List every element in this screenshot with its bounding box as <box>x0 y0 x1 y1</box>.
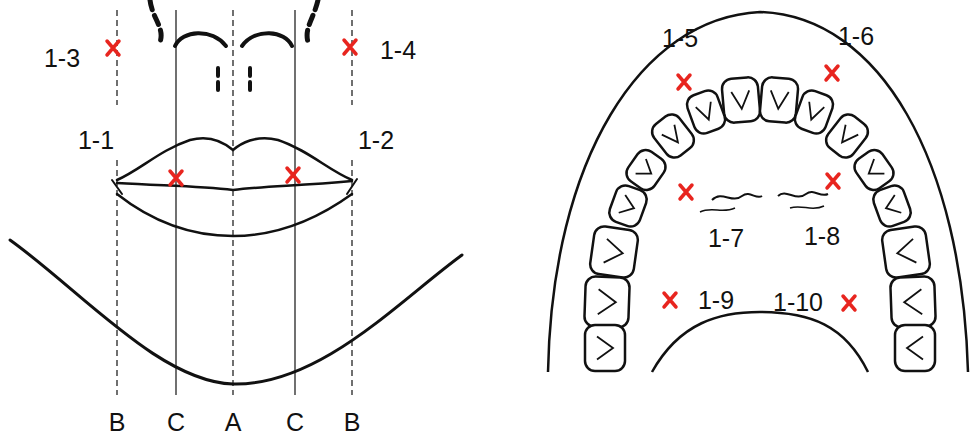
tooth <box>890 276 936 328</box>
outline-stroke <box>175 33 226 46</box>
rugae <box>700 208 735 212</box>
marker-group <box>107 40 855 310</box>
outline-stroke <box>307 0 318 42</box>
callout-number: 1-9 <box>698 288 734 313</box>
line-letter: C <box>167 410 185 435</box>
tooth <box>684 88 728 137</box>
x-marker <box>287 168 299 182</box>
outline-stroke <box>347 179 357 194</box>
reference-line <box>351 10 352 105</box>
outline-stroke <box>112 180 122 194</box>
tooth <box>792 88 836 137</box>
reference-line <box>175 10 176 395</box>
line-letter: A <box>225 410 242 435</box>
tooth <box>585 325 625 371</box>
x-marker <box>678 75 690 89</box>
tooth <box>584 276 630 328</box>
outline-stroke <box>150 0 161 42</box>
line-letter: B <box>344 410 361 435</box>
callout-number: 1-1 <box>78 128 114 153</box>
x-marker <box>107 41 119 55</box>
tooth <box>759 77 799 124</box>
outline-stroke <box>10 240 462 384</box>
tooth <box>589 225 639 279</box>
rugae <box>712 194 762 200</box>
line-letter: C <box>286 410 304 435</box>
dental-arch <box>548 12 968 372</box>
x-marker <box>827 174 839 188</box>
rugae <box>778 192 828 197</box>
reference-line <box>294 10 295 395</box>
midline <box>232 10 233 395</box>
x-marker <box>344 40 356 54</box>
line-letter: B <box>109 410 126 435</box>
rugae <box>790 206 824 208</box>
palate-outline <box>548 12 968 372</box>
callout-number: 1-10 <box>773 290 823 315</box>
outline-stroke <box>117 138 352 180</box>
face-drawing <box>10 0 462 395</box>
callout-number: 1-7 <box>708 226 744 251</box>
outline-stroke <box>248 68 252 96</box>
callout-number: 1-6 <box>838 24 874 49</box>
outline-stroke <box>117 194 352 236</box>
x-marker <box>843 296 855 310</box>
outline-stroke <box>117 181 352 190</box>
callout-number: 1-8 <box>804 224 840 249</box>
reference-line <box>116 10 117 105</box>
callout-number: 1-3 <box>44 46 80 71</box>
tooth <box>606 183 649 230</box>
tooth <box>721 77 761 124</box>
outline-stroke <box>242 33 292 46</box>
outline-stroke <box>216 68 220 96</box>
x-marker <box>680 185 692 199</box>
tooth <box>895 325 935 371</box>
callout-number: 1-2 <box>358 128 394 153</box>
x-marker <box>170 171 182 185</box>
callout-number: 1-4 <box>380 38 416 63</box>
x-marker <box>826 66 838 80</box>
tooth <box>881 225 931 279</box>
callout-number: 1-5 <box>662 26 698 51</box>
tooth <box>870 183 913 230</box>
palate-outline <box>652 312 868 372</box>
x-marker <box>664 293 676 307</box>
